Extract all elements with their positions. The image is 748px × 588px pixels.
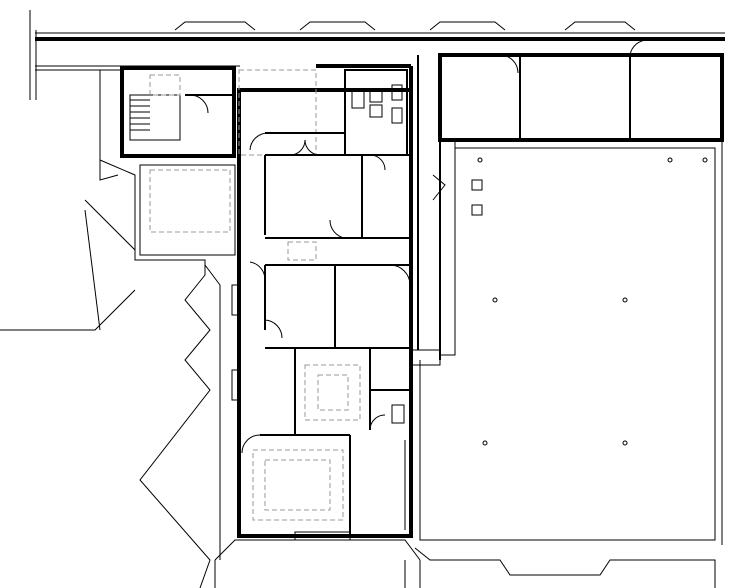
stair-block <box>120 66 236 158</box>
north-east-rooms <box>438 39 724 142</box>
main-building <box>231 64 413 541</box>
exterior-south <box>214 539 716 588</box>
north-corridor <box>29 10 725 100</box>
exterior-west <box>0 70 236 588</box>
warehouse <box>419 139 723 545</box>
